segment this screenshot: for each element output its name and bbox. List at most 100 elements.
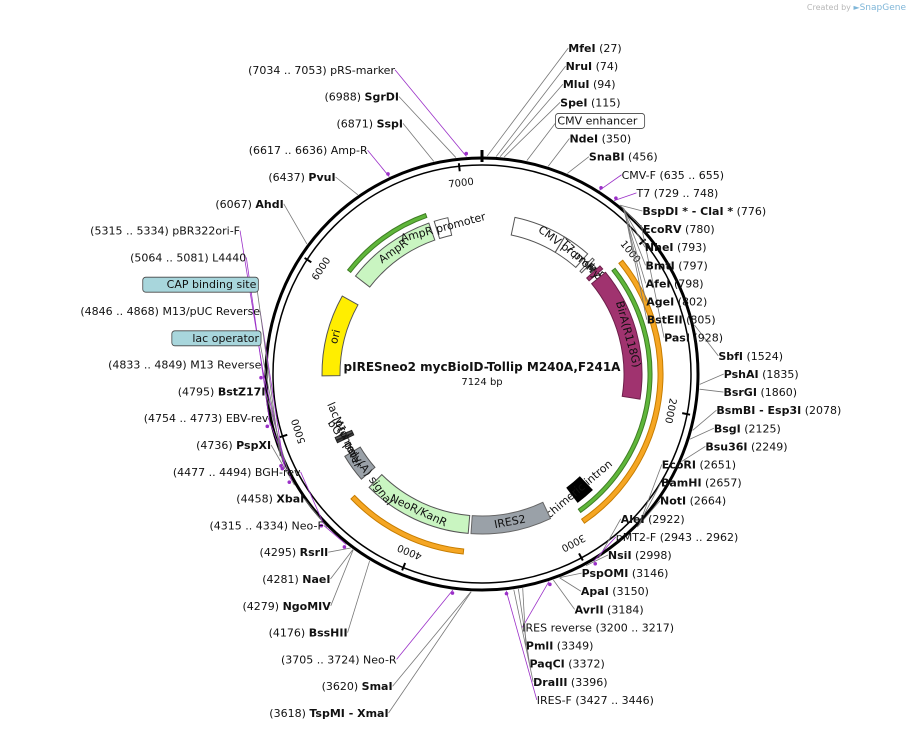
site-label: EcoRV (780) xyxy=(643,223,715,236)
site-label: AgeI (802) xyxy=(646,296,707,309)
site-name: SbfI xyxy=(718,350,743,363)
site-position: (798) xyxy=(674,277,704,290)
site-name: BssHII xyxy=(309,627,348,640)
site-label: (4754 .. 4773) EBV-rev xyxy=(144,412,269,425)
tick-label: 5000 xyxy=(290,417,308,445)
leader-line xyxy=(328,547,351,553)
site-label: MfeI (27) xyxy=(568,42,621,55)
site-name: Neo-R xyxy=(363,653,397,666)
tick-label: 4000 xyxy=(396,541,424,561)
leader-line xyxy=(694,324,719,357)
feature-ires2 xyxy=(470,501,552,535)
site-name: SpeI xyxy=(560,96,587,109)
primer-marker xyxy=(593,561,598,566)
site-position: (2249) xyxy=(751,440,788,453)
site-name: TspMI - XmaI xyxy=(309,707,388,720)
backbone-inner-ring xyxy=(272,164,692,584)
site-label: (7034 .. 7053) pRS-marker xyxy=(248,64,395,77)
leader-line xyxy=(330,549,354,580)
leader-line xyxy=(599,174,622,191)
site-position: (928) xyxy=(693,332,723,345)
site-label: SnaBI (456) xyxy=(589,151,658,164)
leader-line xyxy=(398,96,457,158)
site-position: (6617 .. 6636) xyxy=(249,144,328,157)
site-label: DraIII (3396) xyxy=(533,676,607,689)
credit-brand: SnapGene xyxy=(859,3,906,13)
leader-line xyxy=(300,471,324,524)
feature-label: AmpR promoter xyxy=(399,210,487,245)
site-position: (5315 .. 5334) xyxy=(90,225,169,238)
site-name: ApaI xyxy=(581,585,609,598)
site-position: (3184) xyxy=(607,603,644,616)
feature-t7-promoter xyxy=(579,257,595,274)
leader-line xyxy=(636,500,661,528)
tick-mark xyxy=(682,412,691,416)
leader-line xyxy=(699,388,724,393)
site-label: BsrGI (1860) xyxy=(723,386,797,399)
leader-line xyxy=(503,102,561,158)
leader-line xyxy=(526,120,558,161)
site-name: lac operator xyxy=(192,332,259,345)
site-position: (793) xyxy=(677,241,707,254)
site-label: (4295) RsrII xyxy=(260,546,329,559)
site-label: NdeI (350) xyxy=(569,133,631,146)
plasmid-name: pIRESneo2 mycBioID-Tollip M240A,F241A xyxy=(344,360,622,374)
site-label: (4736) PspXI xyxy=(196,439,271,452)
site-label: (6871) SspI xyxy=(336,117,403,130)
primer-marker xyxy=(280,466,285,471)
site-label: (3705 .. 3724) Neo-R xyxy=(281,653,397,666)
primer-marker xyxy=(287,480,292,484)
leader-line xyxy=(638,464,663,526)
site-position: (6067) xyxy=(215,198,252,211)
site-label: (4458) XbaI xyxy=(236,493,304,506)
site-label: BsgI (2125) xyxy=(714,422,781,435)
primer-marker xyxy=(599,186,603,190)
site-position: (94) xyxy=(593,78,616,91)
site-label: (6067) AhdI xyxy=(215,198,283,211)
site-name: BamHI xyxy=(661,477,702,490)
leader-lines-layer xyxy=(239,47,724,714)
site-name: BmtI xyxy=(646,259,675,272)
site-label: CAP binding site xyxy=(167,278,257,291)
site-name: pMT2-F xyxy=(616,531,657,544)
leader-line xyxy=(323,525,347,545)
site-position: (3620) xyxy=(322,680,359,693)
primer-marker xyxy=(548,582,552,587)
site-label: AvrII (3184) xyxy=(575,603,644,616)
tick-label: 2000 xyxy=(662,397,678,424)
site-position: (74) xyxy=(596,60,619,73)
site-position: (3200 .. 3217) xyxy=(595,621,674,634)
tick-mark xyxy=(457,163,461,172)
leader-line xyxy=(513,589,534,682)
site-name: XbaI xyxy=(276,493,304,506)
site-position: (456) xyxy=(628,151,658,164)
site-name: M13 Reverse xyxy=(190,359,261,372)
site-name: PvuI xyxy=(308,171,335,184)
site-label: EcoRI (2651) xyxy=(662,458,736,471)
primer-marker xyxy=(279,464,283,468)
leader-line xyxy=(692,409,717,431)
site-position: (4754 .. 4773) xyxy=(144,412,223,425)
site-name: PaqCI xyxy=(530,658,565,671)
leader-line xyxy=(486,47,569,157)
site-label: (6617 .. 6636) Amp-R xyxy=(249,144,368,157)
leader-line xyxy=(689,427,715,440)
site-position: (3427 .. 3446) xyxy=(575,694,654,707)
feature-box xyxy=(142,276,259,293)
site-position: (5064 .. 5081) xyxy=(130,251,209,264)
site-position: (7034 .. 7053) xyxy=(248,64,327,77)
leader-line xyxy=(402,123,435,162)
site-name: BGH-rev xyxy=(255,466,301,479)
site-label: CMV-F (635 .. 655) xyxy=(622,169,724,182)
site-label: (4176) BssHII xyxy=(269,627,348,640)
site-position: (780) xyxy=(685,223,715,236)
site-position: (729 .. 748) xyxy=(654,187,719,200)
site-name: NsiI xyxy=(608,549,632,562)
site-label: NheI (793) xyxy=(645,241,707,254)
site-position: (3372) xyxy=(568,658,605,671)
site-position: (4795) xyxy=(178,385,215,398)
site-label: ApaI (3150) xyxy=(581,585,649,598)
primer-marker xyxy=(386,172,390,176)
site-label: PshAI (1835) xyxy=(724,368,799,381)
site-label: PmlI (3349) xyxy=(526,640,593,653)
